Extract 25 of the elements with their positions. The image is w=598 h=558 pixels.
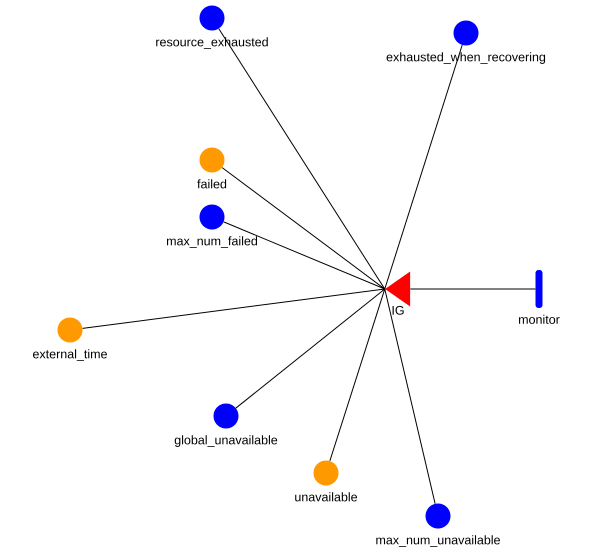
connector-line: [222, 167, 386, 290]
connector-line: [384, 44, 463, 290]
circle-node: failed: [197, 148, 226, 188]
node-label: IG: [392, 306, 404, 315]
circle-node: unavailable: [295, 460, 358, 502]
connector-line: [235, 288, 386, 409]
connector-line: [384, 288, 436, 504]
node-label: failed: [197, 179, 226, 188]
triangle-node: IG: [385, 272, 410, 315]
circle-node: max_num_unavailable: [376, 504, 500, 547]
bar-node: monitor: [519, 270, 560, 324]
circle-node: max_num_failed: [166, 204, 258, 248]
node-label: global_unavailable: [174, 435, 278, 447]
node-label: external_time: [33, 349, 107, 361]
connector-line: [410, 288, 536, 290]
node-label: monitor: [518, 314, 560, 324]
circle-node: global_unavailable: [174, 404, 278, 447]
connector-line: [218, 28, 386, 290]
connector-line: [82, 288, 386, 329]
connector-line: [223, 221, 386, 290]
circle-node: external_time: [33, 318, 107, 361]
node-label: max_num_unavailable: [376, 535, 500, 547]
node-label: max_num_failed: [166, 236, 258, 248]
node-label: unavailable: [295, 492, 358, 502]
connector-line: [329, 288, 386, 462]
